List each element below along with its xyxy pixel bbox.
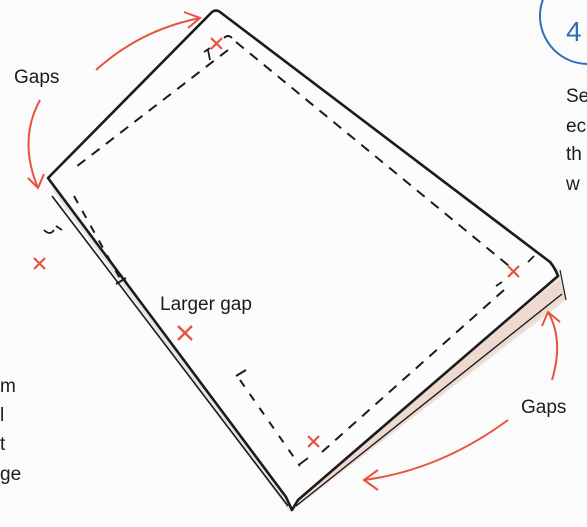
stitch-line-bottom <box>239 379 301 467</box>
corner-scribble-bottom <box>299 457 309 465</box>
x-mark-top <box>210 37 223 50</box>
corner-scribble-top <box>203 35 233 61</box>
left-text-line: m <box>0 376 16 397</box>
stitch-end-tick-left <box>115 277 127 285</box>
left-text-line: ge <box>0 464 22 485</box>
step-text-line: th <box>566 144 582 165</box>
fabric-fourth-edge <box>559 269 567 301</box>
gaps-label-bottom-right: Gaps <box>521 397 567 418</box>
x-mark-right <box>507 265 520 278</box>
left-text-line: t <box>0 434 6 455</box>
stitch-line-top <box>235 41 515 271</box>
step-text-line: ec <box>566 116 587 137</box>
larger-gap-label: Larger gap <box>160 294 252 315</box>
x-mark-larger-gap <box>177 325 193 341</box>
fabric-second-edge <box>51 195 289 507</box>
fabric-outline <box>46 9 560 512</box>
stitch-line-right <box>321 289 505 453</box>
x-mark-left <box>33 257 46 270</box>
left-text-line: l <box>0 405 5 426</box>
fabric-tint <box>300 280 566 505</box>
step-text-line: w <box>566 174 580 195</box>
arrow-right-head <box>541 310 561 327</box>
step-text-line: Se <box>566 86 587 107</box>
arrow-left-head <box>27 173 45 190</box>
stitch-end-tick-bottom <box>235 369 247 377</box>
corner-scribble-right <box>495 255 535 287</box>
fabric-third-edge <box>295 293 563 507</box>
x-mark-bottom <box>307 435 320 448</box>
stitch-line-left <box>71 49 229 171</box>
arrow-top-head <box>183 11 202 29</box>
gaps-label-top-left: Gaps <box>14 67 60 88</box>
arrow-left <box>27 99 41 189</box>
corner-scribble-left <box>43 225 63 234</box>
arrow-top <box>95 17 201 71</box>
arrow-bottom <box>363 419 509 481</box>
arrow-right <box>547 311 559 381</box>
step-circle <box>539 0 587 65</box>
arrow-bottom-head <box>362 469 379 491</box>
step-number: 4 <box>566 16 582 47</box>
